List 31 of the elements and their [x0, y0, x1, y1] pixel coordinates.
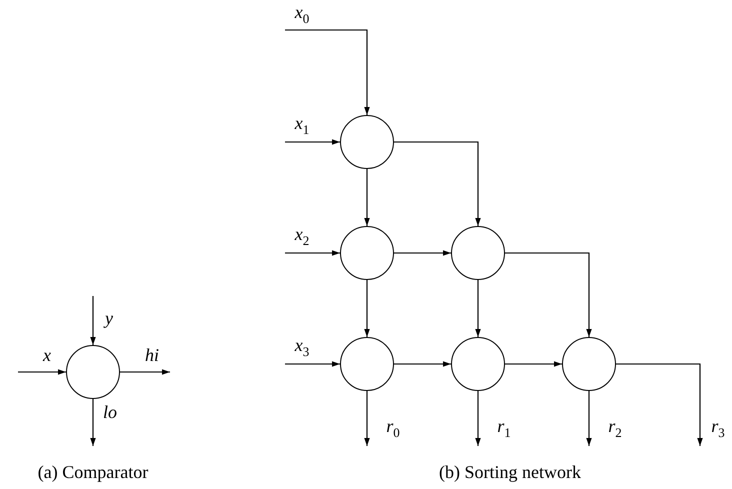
figure-caption: (b) Sorting network [439, 463, 581, 481]
arrow [505, 361, 562, 367]
comparator-circle [451, 226, 505, 280]
arrow [394, 141, 481, 226]
comparator-circle [340, 337, 394, 391]
arrow [90, 399, 96, 446]
edge-label: lo [103, 403, 117, 421]
arrow [475, 280, 481, 337]
arrow [90, 296, 96, 345]
arrow [364, 280, 370, 337]
comparator-circle [340, 226, 394, 280]
arrow [505, 252, 592, 337]
arrow [120, 369, 170, 375]
arrow [285, 139, 340, 145]
arrow [475, 391, 481, 446]
arrow [364, 391, 370, 446]
comparator-circle [562, 337, 616, 391]
arrow [394, 250, 451, 256]
figure-caption: (a) Comparator [38, 463, 148, 481]
arrow [616, 363, 703, 446]
comparator-circle [66, 345, 120, 399]
arrow [285, 250, 340, 256]
edge-label: hi [145, 346, 159, 364]
arrow [285, 361, 340, 367]
comparator-circle [451, 337, 505, 391]
arrow [18, 369, 66, 375]
comparator-circle [340, 115, 394, 169]
arrow [586, 391, 592, 446]
arrow [394, 361, 451, 367]
arrow [285, 29, 370, 115]
arrow [364, 169, 370, 226]
